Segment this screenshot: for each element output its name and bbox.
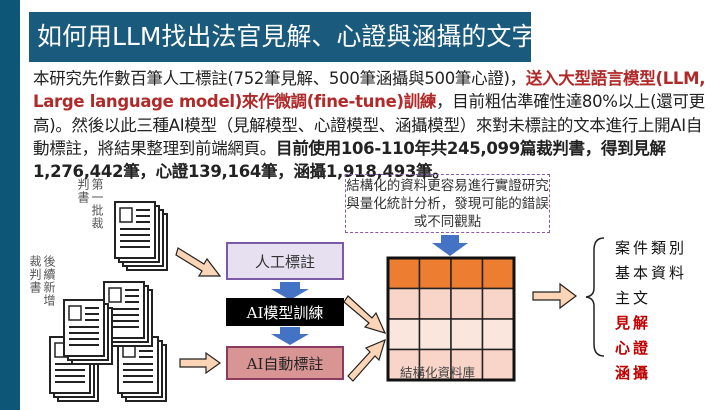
field-main-text: 主文 xyxy=(615,289,652,307)
auto-annotation-box: AI自動標註 xyxy=(226,346,344,380)
grid-cell xyxy=(481,348,515,381)
brace-icon xyxy=(585,237,605,357)
grid-cell xyxy=(418,257,452,290)
field-conviction: 心證 xyxy=(615,339,652,357)
body-stats: 目前使用106-110年共245,099篇裁判書，得到見解1,276,442筆，… xyxy=(33,138,666,182)
grid-cell xyxy=(450,287,484,320)
arrow-down-icon-1 xyxy=(271,282,309,300)
database-label: 結構化資料庫 xyxy=(400,365,476,380)
grid-cell xyxy=(418,287,452,320)
arrow-down-icon-2 xyxy=(271,327,309,345)
grid-cell xyxy=(387,318,421,351)
arrow-manual-to-db xyxy=(343,295,387,334)
grid-cell xyxy=(387,287,421,320)
grid-cell xyxy=(418,348,452,381)
sidebar-bar xyxy=(0,0,20,410)
grid-cell xyxy=(481,257,515,290)
body-middle: ，目前粗估準確性達80%以上(還可更高)。然後以此三種AI模型（見解模型、心證模… xyxy=(33,92,705,158)
body-intro: 本研究先作數百筆人工標註(752筆見解、500筆涵攝與500筆心證)， xyxy=(33,69,526,88)
body-highlight: 送入大型語言模型(LLM, Large language model)來作微調(… xyxy=(33,69,706,112)
arrow-down-icon-3 xyxy=(432,235,468,256)
grid-cell xyxy=(387,257,421,290)
grid-cell xyxy=(450,318,484,351)
grid-cell xyxy=(481,318,515,351)
field-list: 案件類別 基本資料 主文 見解 心證 涵攝 xyxy=(615,236,687,386)
manual-annotation-box: 人工標註 xyxy=(226,242,344,280)
grid-cell xyxy=(481,287,515,320)
grid-outline xyxy=(386,256,516,382)
structured-data-note: 結構化的資料更容易進行實證研究與量化統計分析，發現可能的錯誤或不同觀點 xyxy=(345,174,550,233)
arrow-auto-to-db xyxy=(347,338,386,382)
field-opinion: 見解 xyxy=(615,314,652,332)
document-stack-icon-1 xyxy=(114,201,168,271)
batch2-label: 後續新增裁判書 xyxy=(28,255,56,307)
arrow-batch2-to-auto xyxy=(179,351,222,375)
field-basic-info: 基本資料 xyxy=(615,264,688,282)
arrow-db-to-fields xyxy=(532,282,577,310)
database-grid-icon xyxy=(386,256,516,382)
model-training-box: AI模型訓練 xyxy=(226,298,344,326)
arrow-batch1-to-manual xyxy=(175,247,222,277)
field-case-type: 案件類別 xyxy=(615,239,688,257)
document-stack-icon-2 xyxy=(49,281,167,402)
field-subsumption: 涵攝 xyxy=(615,364,652,382)
grid-cell xyxy=(450,257,484,290)
grid-cell xyxy=(387,348,421,381)
batch1-label: 第一批裁判書 xyxy=(76,178,104,230)
grid-cell xyxy=(418,318,452,351)
slide-title: 如何用LLM找出法官見解、心證與涵攝的文字 xyxy=(29,12,536,62)
body-text: 本研究先作數百筆人工標註(752筆見解、500筆涵攝與500筆心證)，送入大型語… xyxy=(33,67,713,183)
